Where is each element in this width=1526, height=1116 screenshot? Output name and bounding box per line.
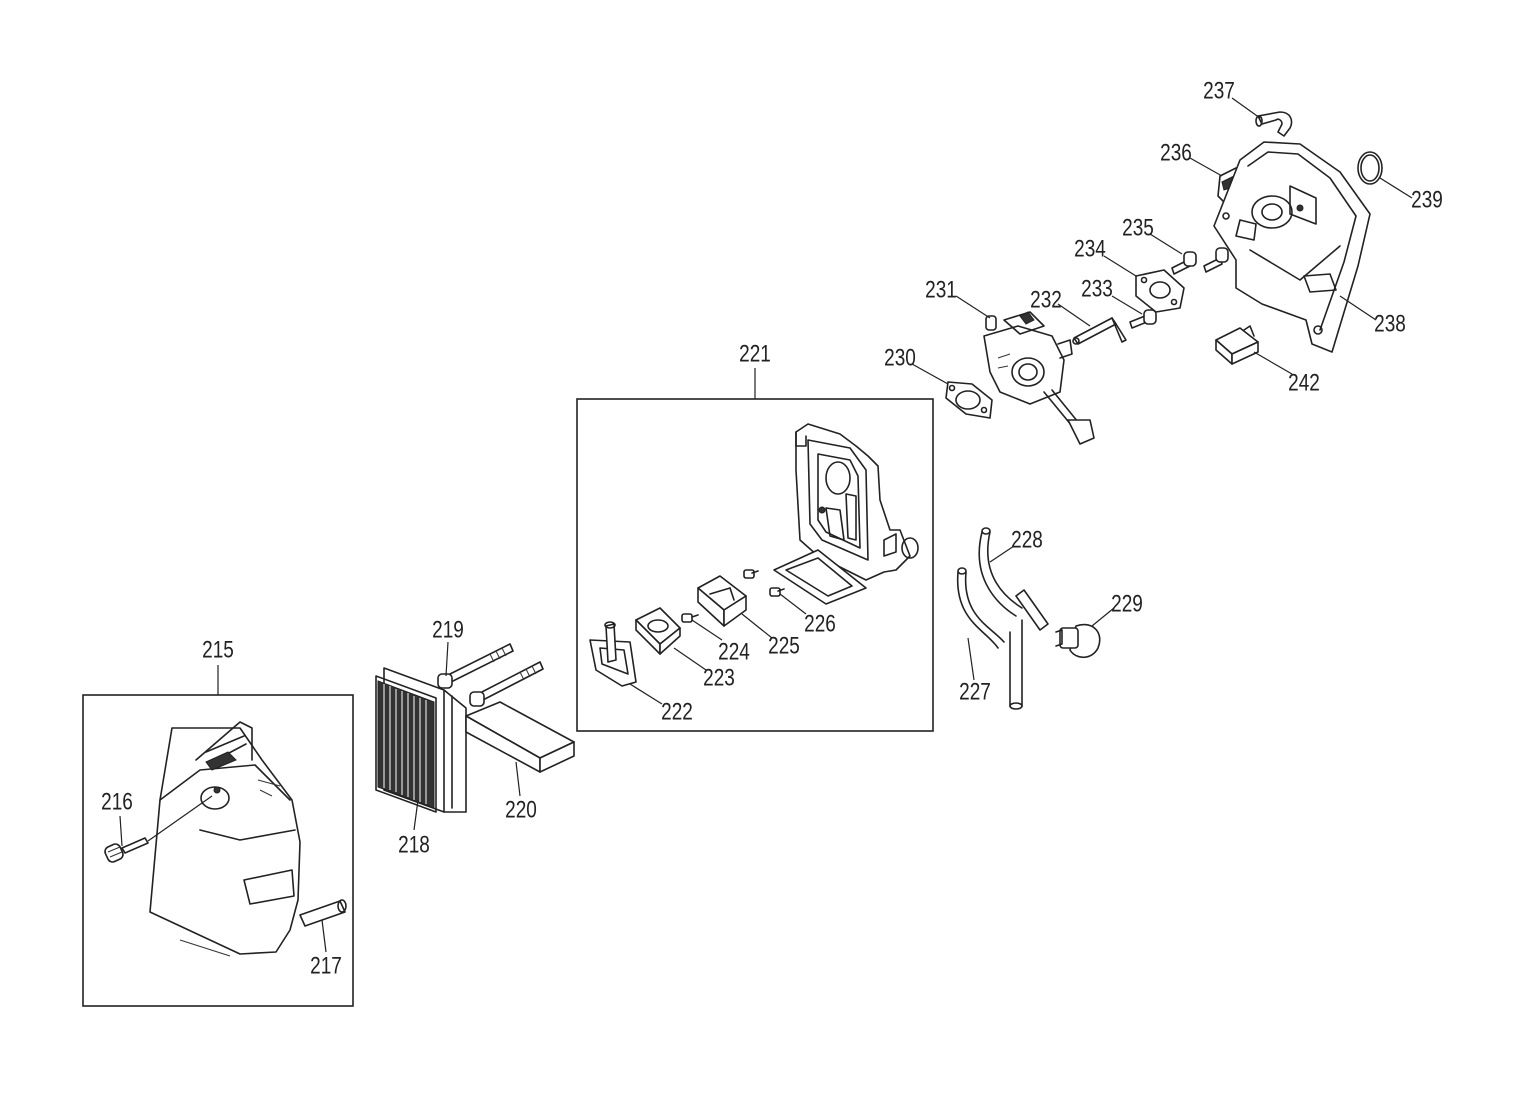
leader-237	[1231, 97, 1261, 119]
label-221: 221	[739, 341, 771, 368]
label-239: 239	[1411, 187, 1443, 214]
label-216: 216	[101, 789, 133, 816]
leader-230	[911, 363, 949, 385]
part-223	[635, 607, 681, 655]
screw-235	[1171, 247, 1229, 275]
label-235: 235	[1122, 215, 1154, 242]
leader-238	[1339, 295, 1377, 321]
fuel-line-228	[978, 527, 1049, 631]
pad-217	[299, 899, 347, 927]
leader-231	[955, 295, 991, 319]
leader-235	[1149, 233, 1183, 255]
leader-228	[989, 545, 1015, 563]
leader-216	[119, 815, 123, 847]
carburetor-231	[983, 311, 1095, 445]
air-filter-218	[375, 667, 467, 813]
part-225	[697, 575, 747, 627]
screw-224	[681, 613, 699, 623]
leader-225	[741, 613, 773, 639]
label-232: 232	[1030, 287, 1062, 314]
primer-bulb-229	[1055, 623, 1101, 659]
leader-223	[673, 647, 707, 671]
part-222	[589, 621, 637, 687]
screw-233	[1129, 309, 1157, 329]
leader-239	[1379, 177, 1413, 199]
gasket-230	[945, 381, 993, 419]
leader-229	[1091, 607, 1115, 627]
bolt-219	[437, 643, 544, 707]
leader-222	[629, 683, 663, 705]
rod-232	[1072, 317, 1127, 345]
label-229: 229	[1111, 591, 1143, 618]
leader-219	[445, 641, 449, 677]
label-218: 218	[398, 832, 430, 859]
foam-element-220	[465, 701, 575, 773]
leader-236	[1189, 157, 1223, 177]
label-238: 238	[1374, 311, 1406, 338]
leader-218	[413, 799, 419, 831]
label-224: 224	[718, 639, 750, 666]
leader-233	[1111, 295, 1143, 315]
label-220: 220	[505, 797, 537, 824]
leader-224	[691, 619, 723, 641]
label-242: 242	[1288, 370, 1320, 397]
leader-220	[515, 761, 521, 797]
leader-234	[1103, 255, 1137, 277]
label-215: 215	[202, 637, 234, 664]
label-228: 228	[1011, 527, 1043, 554]
clamp-242	[1215, 325, 1259, 365]
bracket-238	[1213, 141, 1371, 353]
label-217: 217	[310, 953, 342, 980]
leader-227	[967, 637, 975, 681]
oring-239	[1357, 151, 1383, 185]
hose-237	[1255, 111, 1293, 137]
fuel-line-227	[956, 567, 1023, 710]
label-236: 236	[1160, 140, 1192, 167]
screw-216	[104, 795, 213, 863]
gasket-234	[1135, 269, 1185, 313]
leader-232	[1057, 303, 1091, 327]
leader-242	[1253, 351, 1293, 375]
air-cleaner-cover	[149, 721, 301, 957]
label-222: 222	[661, 699, 693, 726]
label-219: 219	[432, 617, 464, 644]
label-237: 237	[1203, 78, 1235, 105]
label-225: 225	[768, 633, 800, 660]
label-231: 231	[925, 277, 957, 304]
label-226: 226	[804, 611, 836, 638]
label-234: 234	[1074, 236, 1106, 263]
label-223: 223	[703, 665, 735, 692]
mount-gasket	[773, 549, 867, 605]
label-230: 230	[884, 345, 916, 372]
leader-226	[779, 593, 807, 615]
label-227: 227	[959, 679, 991, 706]
label-233: 233	[1081, 276, 1113, 303]
screw-226	[743, 569, 785, 597]
leader-217	[321, 919, 327, 953]
mount-plate	[795, 423, 919, 581]
